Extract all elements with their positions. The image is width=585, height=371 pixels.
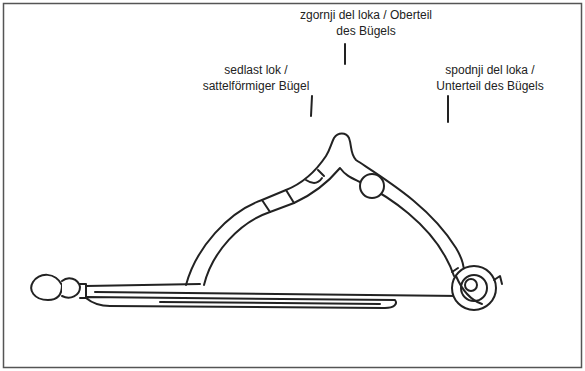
spring-coil [461, 275, 487, 301]
saddle-bow-label: sedlast lok / sattelförmiger Bügel [188, 62, 324, 94]
bow-cap [306, 170, 324, 183]
frame [4, 4, 582, 368]
catch-plate-edge [160, 302, 380, 304]
leader-line [344, 44, 346, 64]
bow-lower-outline [204, 168, 454, 285]
bow-upper-outline [186, 134, 464, 286]
spring-end [494, 276, 502, 284]
spring-wire [452, 268, 482, 304]
spring-coil [452, 266, 496, 310]
leader-line [447, 96, 449, 122]
leader-line [311, 96, 312, 116]
lower-bow-label: spodnji del loka / Unterteil des Bügels [422, 62, 558, 94]
bow-ball [360, 174, 384, 198]
spring-coil [465, 279, 477, 291]
foot-knob [62, 278, 80, 297]
foot-knob [31, 275, 62, 300]
upper-bow-label: zgornji del loka / Oberteil des Bügels [298, 7, 434, 39]
pin [95, 292, 460, 296]
saddle-step [262, 190, 294, 212]
catch-plate [86, 284, 396, 308]
